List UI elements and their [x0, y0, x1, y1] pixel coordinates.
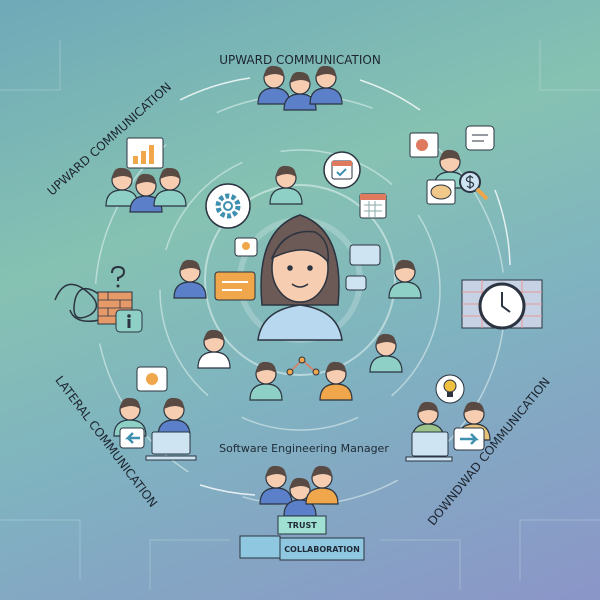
network-nodes-icon	[286, 356, 320, 376]
bar-chart-icon	[409, 132, 439, 158]
center-title: Software Engineering Manager	[219, 442, 389, 455]
chat-bubble-icon	[136, 366, 168, 392]
clock-icon	[461, 279, 543, 330]
person-icon	[309, 65, 343, 105]
trust-block: TRUST	[277, 515, 327, 535]
person-icon	[257, 65, 291, 105]
gear-icon	[205, 183, 251, 229]
chat-bubble-icon	[214, 237, 381, 301]
chat-bubble-icon	[465, 125, 495, 151]
palette-icon	[426, 179, 456, 205]
person-icon	[157, 397, 191, 437]
person-icon	[197, 329, 231, 369]
person-icon	[269, 165, 303, 205]
person-icon	[388, 259, 422, 299]
person-icon	[283, 477, 317, 517]
person-icon	[153, 167, 187, 207]
person-icon	[319, 361, 353, 401]
collaboration-block: COLLABORATION	[239, 535, 365, 561]
question-icon	[111, 265, 126, 288]
person-icon	[369, 333, 403, 373]
calendar-icon	[359, 193, 387, 219]
info-icon	[115, 309, 143, 333]
person-icon	[305, 465, 339, 505]
laptop-icon	[405, 431, 453, 462]
trust-label: TRUST	[287, 521, 317, 530]
arrow-right-icon	[453, 427, 485, 451]
magnifier-icon	[459, 171, 489, 201]
circuit-lines	[0, 40, 600, 590]
dollar-icon	[465, 175, 475, 189]
lightbulb-icon	[435, 374, 465, 404]
label-upward-communication-top: UPWARD COMMUNICATION	[219, 53, 381, 67]
person-icon	[249, 361, 283, 401]
bar-chart-icon	[126, 137, 164, 169]
person-icon	[105, 167, 139, 207]
person-icon	[259, 465, 293, 505]
person-icon	[129, 173, 163, 213]
person-icon	[283, 71, 317, 111]
collaboration-label: COLLABORATION	[284, 545, 360, 554]
arrow-left-icon	[119, 427, 145, 449]
laptop-icon	[145, 431, 197, 461]
person-icon	[173, 259, 207, 299]
manager-avatar	[257, 214, 343, 341]
cycle-arrows	[179, 77, 511, 496]
people-group	[105, 65, 491, 517]
calendar-icon	[323, 151, 361, 189]
